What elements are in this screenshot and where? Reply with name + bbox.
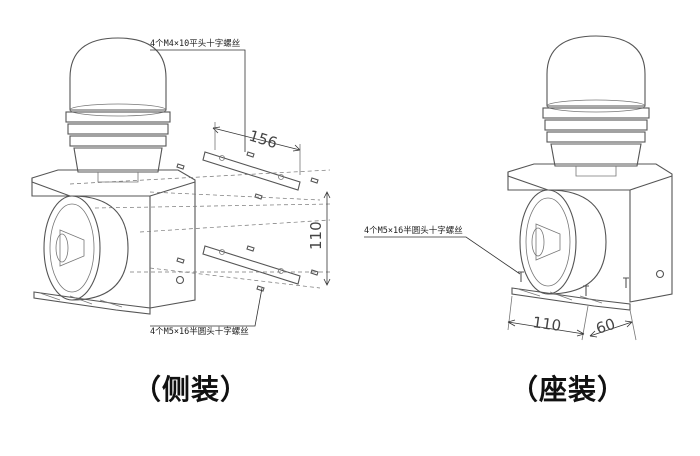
left-upper-bracket [202,151,301,191]
right-leader [364,236,521,275]
dim-60-label: 60 [594,315,618,338]
base-mount-view [364,35,673,341]
left-dome-lamp [65,37,171,183]
dim-110-depth-label: 110 [531,313,562,335]
left-housing [31,169,196,309]
left-note-top: 4个M4×10平头十字螺丝 [150,38,241,49]
right-horn-speaker [519,189,607,295]
right-housing [507,163,673,303]
caption-base-mount: （座装） [510,373,627,406]
dim-110-vertical-label: 110 [307,221,325,250]
dim-110-vertical [323,191,331,286]
left-top-leader [150,49,246,152]
left-screws [176,151,319,292]
dim-156-label: 156 [247,127,280,153]
right-note-screw: 4个M5×16半圆头十字螺丝 [364,225,463,236]
right-screws [518,271,629,296]
left-bottom-leader [150,287,263,327]
left-lower-bracket [202,245,301,285]
left-note-bottom: 4个M5×16半圆头十字螺丝 [150,326,249,337]
dim-156 [212,122,301,175]
dim-110-depth [507,295,589,341]
side-mount-view [31,37,331,327]
left-horn-speaker [43,195,129,301]
right-dome-lamp [542,35,650,177]
dim-60-width [589,309,637,341]
left-base-plate [33,291,151,315]
left-alignment-lines [69,169,331,289]
caption-side-mount: （侧装） [133,373,250,406]
